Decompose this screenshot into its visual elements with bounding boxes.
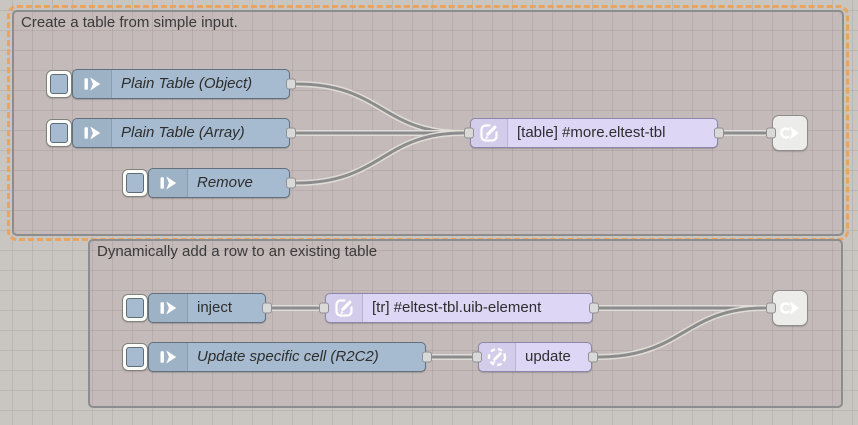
- inject-arrow-icon: [149, 294, 188, 322]
- pencil-square-icon: [326, 294, 363, 322]
- inject-arrow-icon: [149, 343, 188, 371]
- output-port[interactable]: [286, 127, 296, 139]
- inject-arrow-icon: [149, 169, 188, 197]
- node-label: update: [525, 348, 571, 365]
- inject-button[interactable]: [122, 294, 148, 322]
- output-port[interactable]: [286, 78, 296, 90]
- node-label: [table] #more.eltest-tbl: [517, 124, 666, 141]
- output-port[interactable]: [588, 351, 598, 363]
- node-inject-update-specific-cell[interactable]: Update specific cell (R2C2): [148, 342, 432, 372]
- node-label: Plain Table (Array): [121, 124, 245, 141]
- output-port[interactable]: [422, 351, 432, 363]
- input-port[interactable]: [464, 127, 474, 139]
- group-add-row[interactable]: Dynamically add a row to an existing tab…: [88, 239, 843, 408]
- node-label: [tr] #eltest-tbl.uib-element: [372, 299, 542, 316]
- node-inject-plain-table-object[interactable]: Plain Table (Object): [72, 69, 296, 99]
- inject-arrow-icon: [73, 119, 112, 147]
- output-port[interactable]: [589, 302, 599, 314]
- node-label: inject: [197, 299, 233, 316]
- inject-button[interactable]: [46, 119, 72, 147]
- inject-button[interactable]: [122, 169, 148, 197]
- group-label: Dynamically add a row to an existing tab…: [97, 243, 378, 260]
- input-port[interactable]: [319, 302, 329, 314]
- node-inject-remove[interactable]: Remove: [148, 168, 296, 198]
- node-uib-element-table[interactable]: [table] #more.eltest-tbl: [464, 118, 724, 148]
- inject-arrow-icon: [73, 70, 112, 98]
- pencil-dashed-circle-icon: [479, 343, 516, 371]
- node-link-out-2[interactable]: [766, 290, 808, 326]
- node-label: Remove: [197, 174, 253, 191]
- node-label: Update specific cell (R2C2): [197, 348, 379, 365]
- node-link-out-1[interactable]: [766, 115, 808, 151]
- link-out-icon: [780, 126, 799, 140]
- inject-button[interactable]: [46, 70, 72, 98]
- node-inject-default[interactable]: inject: [148, 293, 272, 323]
- inject-button[interactable]: [122, 343, 148, 371]
- node-label: Plain Table (Object): [121, 75, 253, 92]
- node-uib-element-tr[interactable]: [tr] #eltest-tbl.uib-element: [319, 293, 599, 323]
- input-port[interactable]: [472, 351, 482, 363]
- output-port[interactable]: [286, 177, 296, 189]
- output-port[interactable]: [262, 302, 272, 314]
- link-out-icon: [780, 301, 799, 315]
- node-inject-plain-table-array[interactable]: Plain Table (Array): [72, 118, 296, 148]
- input-port[interactable]: [766, 302, 776, 314]
- pencil-square-icon: [471, 119, 508, 147]
- node-uib-update[interactable]: update: [472, 342, 598, 372]
- group-label: Create a table from simple input.: [21, 14, 238, 31]
- input-port[interactable]: [766, 127, 776, 139]
- output-port[interactable]: [714, 127, 724, 139]
